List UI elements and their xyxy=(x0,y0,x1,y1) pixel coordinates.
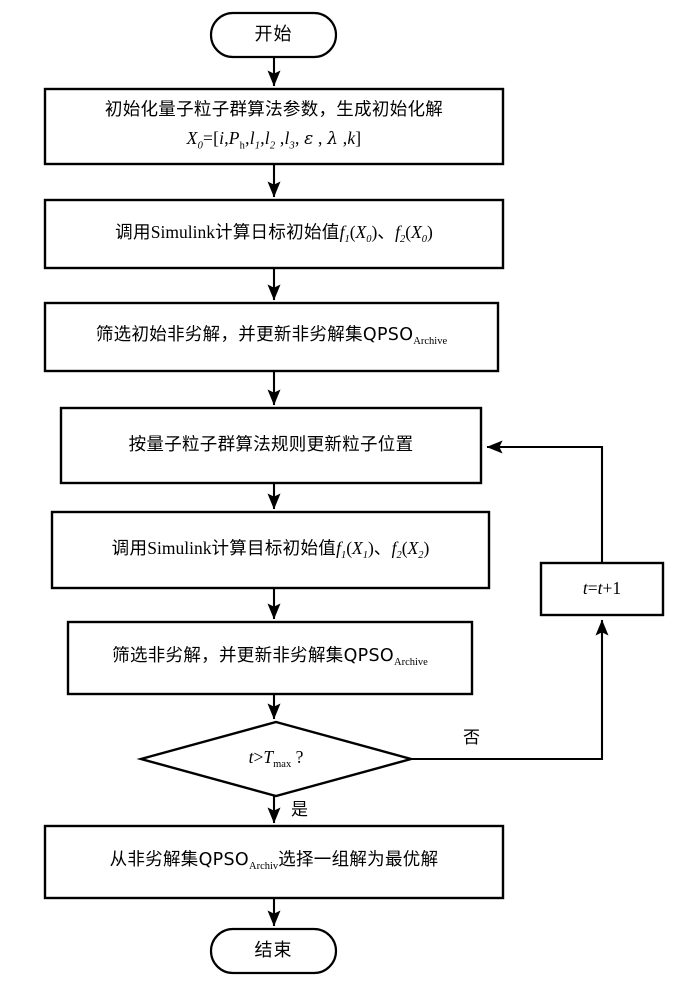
node-end-shape xyxy=(209,927,338,975)
node-decision-shape xyxy=(136,720,416,798)
branch-label-yes: 是 xyxy=(291,800,308,820)
node-select-best-shape xyxy=(43,824,505,900)
node-filter-iter-shape xyxy=(66,620,474,696)
connector-increment-to-update-position xyxy=(486,440,604,563)
branch-label-no: 否 xyxy=(463,728,480,748)
node-sim-iter-shape xyxy=(50,510,491,590)
node-filter-init-shape xyxy=(43,301,500,373)
node-start-shape xyxy=(209,11,338,59)
node-init-shape xyxy=(43,87,505,166)
connector-decision-no-to-increment xyxy=(411,619,609,761)
node-update-position-shape xyxy=(59,406,483,485)
node-sim-init-shape xyxy=(43,198,505,270)
node-increment-shape xyxy=(539,561,665,617)
